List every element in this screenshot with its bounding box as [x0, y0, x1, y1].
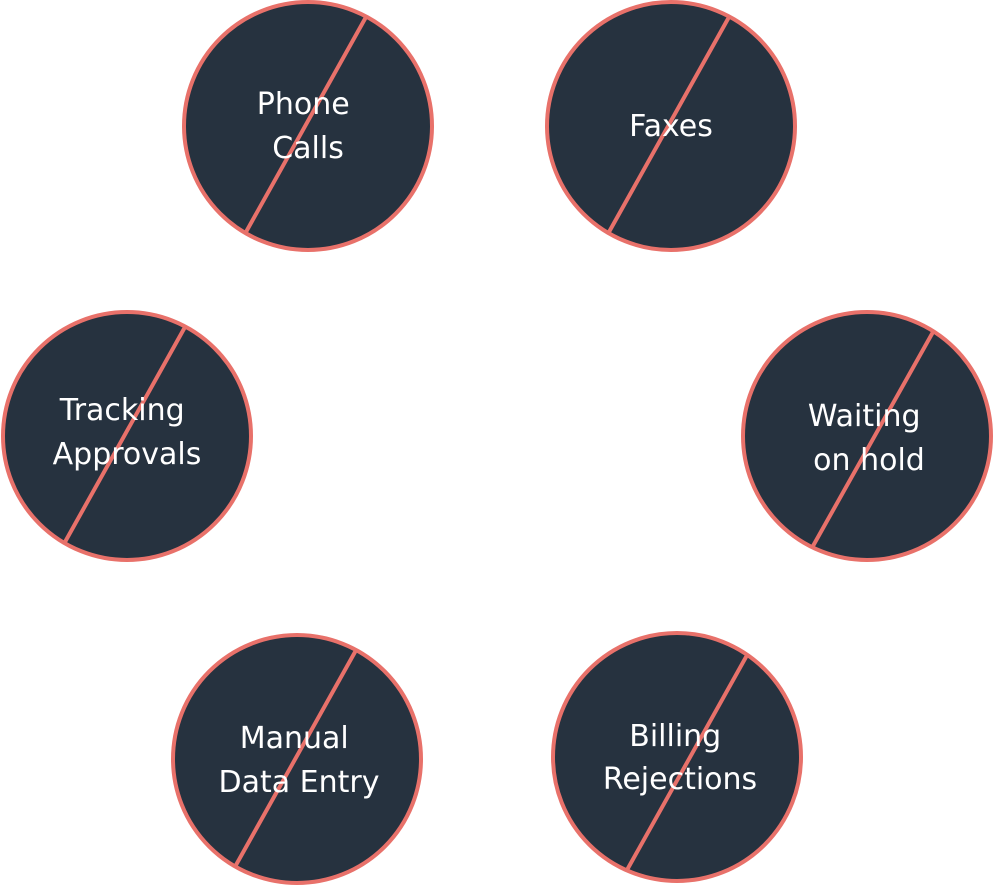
badge-circle	[182, 0, 434, 252]
prohibited-slash-icon	[811, 330, 935, 548]
badge-label: Phone Calls	[257, 87, 359, 166]
badge-manual-data-entry: Manual Data Entry	[171, 633, 423, 885]
badge-circle	[551, 631, 803, 883]
badge-label-line: on hold	[813, 443, 925, 478]
badge-label-line: Calls	[272, 131, 344, 166]
badge-billing-rejections: Billing Rejections	[551, 631, 803, 883]
badge-label: Billing Rejections	[603, 719, 757, 797]
prohibited-slash-icon	[244, 15, 368, 234]
badge-circle	[545, 0, 797, 252]
prohibited-slash-icon	[607, 15, 731, 234]
badge-label: Manual Data Entry	[219, 721, 380, 800]
badge-faxes: Faxes	[545, 0, 797, 252]
badge-label-line: Billing	[629, 719, 721, 754]
badge-label-line: Waiting	[808, 399, 921, 434]
prohibited-slash-icon	[63, 325, 187, 544]
badge-phone-calls: Phone Calls	[182, 0, 434, 252]
badge-label-line: Tracking	[59, 393, 185, 428]
badge-label: Faxes	[629, 109, 713, 144]
badge-tracking-approvals: Tracking Approvals	[1, 310, 253, 562]
badge-label-line: Approvals	[53, 437, 202, 472]
prohibited-slash-icon	[234, 650, 357, 867]
badge-label-line: Manual	[240, 721, 349, 756]
badge-label-line: Data Entry	[219, 765, 380, 800]
badge-label-line: Rejections	[603, 762, 757, 797]
badge-circle	[741, 310, 993, 562]
prohibited-slash-icon	[625, 655, 748, 872]
badge-circle	[1, 310, 253, 562]
badge-label-line: Phone	[257, 87, 350, 122]
badge-label-line: Faxes	[629, 109, 713, 144]
badge-waiting-on-hold: Waiting on hold	[741, 310, 993, 562]
badge-label: Tracking Approvals	[53, 393, 202, 472]
badge-label: Waiting on hold	[808, 399, 930, 478]
